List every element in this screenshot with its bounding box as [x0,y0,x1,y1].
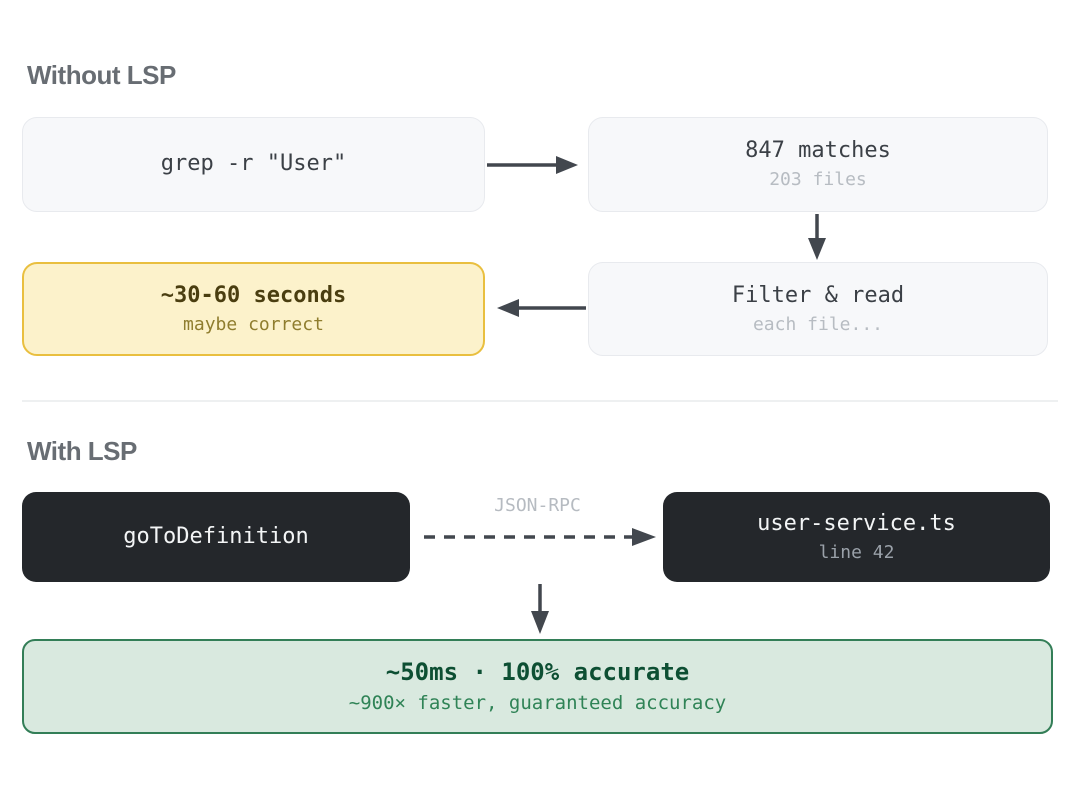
matches-result-node: 847 matches 203 files [588,117,1048,212]
slow-outcome-node: ~30-60 seconds maybe correct [22,262,485,356]
slow-outcome-label: ~30-60 seconds [160,282,347,308]
json-rpc-label: JSON-RPC [494,495,581,516]
grep-command-label: grep -r "User" [160,151,347,177]
with-lsp-title: With LSP [27,436,137,466]
goto-definition-node: goToDefinition [22,492,410,582]
arrow-grep-to-matches [487,156,578,174]
response-file-node: user-service.ts line 42 [663,492,1050,582]
grep-command-node: grep -r "User" [22,117,485,212]
response-line-sublabel: line 42 [818,541,895,563]
arrow-matches-to-filter [808,214,826,260]
arrow-to-fast-result [531,584,549,634]
fast-outcome-label: ~50ms · 100% accurate [385,658,690,687]
filter-read-label: Filter & read [731,282,905,308]
slow-outcome-sublabel: maybe correct [183,313,324,335]
arrow-filter-to-slow-result [497,299,586,317]
goto-definition-label: goToDefinition [123,523,309,549]
matches-count-label: 847 matches [745,138,891,163]
filter-read-sublabel: each file... [752,313,884,335]
without-lsp-title: Without LSP [27,60,176,90]
filter-read-node: Filter & read each file... [588,262,1048,356]
matches-files-sublabel: 203 files [769,169,867,191]
fast-outcome-node: ~50ms · 100% accurate ~900× faster, guar… [22,639,1053,734]
response-file-label: user-service.ts [757,510,956,536]
arrow-rpc-request [424,528,656,546]
fast-outcome-sublabel: ~900× faster, guaranteed accuracy [348,691,727,714]
section-divider [22,400,1058,402]
